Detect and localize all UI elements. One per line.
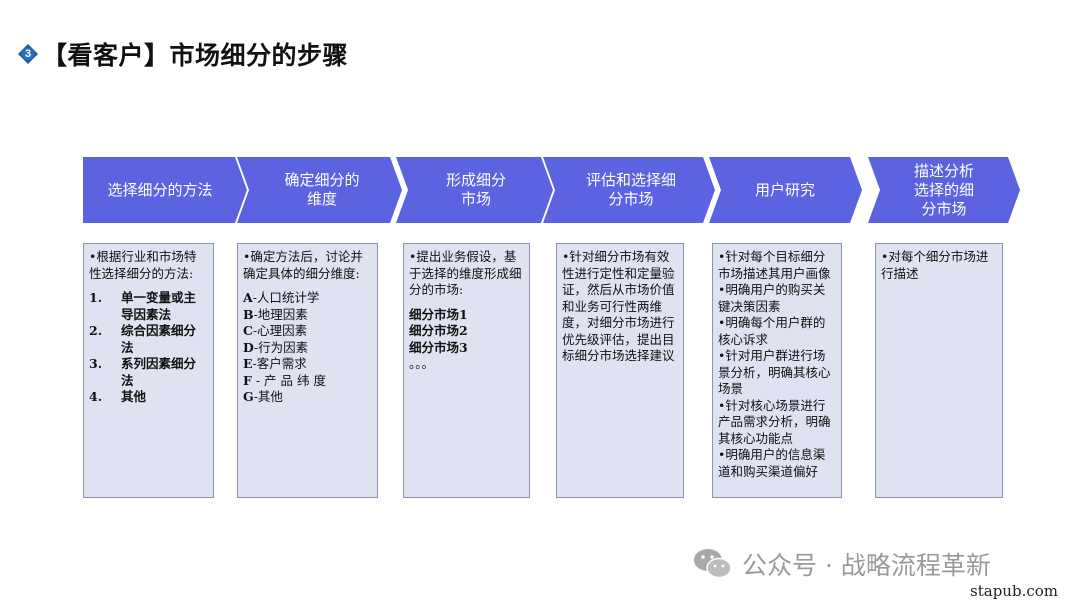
chevron-step-6: [868, 157, 1020, 223]
chevron-step-4: [543, 157, 715, 223]
step-5-box: •针对每个目标细分市场描述其用户画像 •明确用户的购买关键决策因素 •明确每个用…: [712, 243, 842, 498]
step-3-label-text: 形成细分市场: [445, 171, 506, 208]
market-item: 细分市场2: [409, 323, 468, 338]
step-6-box: •对每个细分市场进行描述: [875, 243, 1003, 498]
list-item: 2.综合因素细分法: [89, 323, 197, 355]
step-number-badge: 3: [18, 44, 38, 64]
step-5-text: •明确用户的信息渠道和购买渠道偏好: [718, 447, 826, 479]
step-6-label: 描述分析选择的细分市场: [884, 157, 1004, 223]
chevron-step-2: [237, 157, 402, 223]
step-4-label: 评估和选择细分市场: [566, 157, 696, 223]
step-2-text: •确定方法后，讨论并确定具体的细分维度:: [243, 249, 363, 281]
step-2-box: •确定方法后，讨论并确定具体的细分维度: A-人口统计学 B-地理因素 C-心理…: [237, 243, 378, 498]
step-5-text: •针对核心场景进行产品需求分析，明确其核心功能点: [718, 397, 831, 446]
step-5-label: 用户研究: [754, 180, 815, 199]
page-title: 【看客户】市场细分的步骤: [42, 41, 349, 70]
chevron-step-1: [83, 157, 247, 223]
step-6-text: •对每个细分市场进行描述: [881, 249, 989, 281]
badge-number: 3: [24, 48, 32, 60]
chevron-step-3: [396, 157, 553, 223]
market-item: 。。。: [409, 356, 435, 371]
step-4-label-text: 评估和选择细分市场: [585, 171, 676, 208]
market-item: 细分市场1: [409, 306, 468, 322]
site-url: stapub.com: [970, 582, 1058, 600]
step-3-text: •提出业务假设，基于选择的维度形成细分的市场:: [409, 249, 522, 297]
wechat-icon: [692, 547, 734, 581]
step-2-label: 确定细分的维度: [262, 157, 382, 223]
diamond-badge-icon: [18, 44, 38, 64]
list-item: 1.单一变量或主导因素法: [89, 290, 197, 322]
dimension-item: C-心理因素: [243, 323, 308, 338]
step-1-text: •根据行业和市场特性选择细分的方法:: [89, 249, 197, 281]
dimension-item: F - 产 品 纬 度: [243, 372, 326, 388]
dimension-item: G-其他: [243, 389, 283, 404]
wechat-watermark: 公众号 · 战略流程革新: [692, 546, 991, 582]
step-1-box: •根据行业和市场特性选择细分的方法: 1.单一变量或主导因素法 2.综合因素细分…: [83, 243, 214, 498]
step-3-label: 形成细分市场: [416, 157, 536, 223]
list-item: 4.其他: [89, 389, 147, 404]
dimension-item: D-行为因素: [243, 339, 309, 355]
step-4-text: •针对细分市场有效性进行定性和定量验证，然后从市场价值和业务可行性两维度，对细分…: [562, 249, 675, 363]
step-1-label: 选择细分的方法: [107, 180, 213, 199]
step-5-text: •针对每个目标细分市场描述其用户画像: [718, 249, 831, 281]
step-5-text: •明确用户的购买关键决策因素: [718, 282, 826, 314]
step-6-label-text: 描述分析选择的细分市场: [913, 161, 974, 218]
list-item: 3.系列因素细分法: [89, 356, 197, 388]
step-5-text: •明确每个用户群的核心诉求: [718, 315, 826, 347]
watermark-text: 公众号 · 战略流程革新: [742, 551, 991, 580]
dimension-item: A-人口统计学: [243, 290, 320, 305]
market-item: 细分市场3: [409, 339, 468, 355]
chevron-step-5: [709, 157, 862, 223]
dimension-item: E-客户需求: [243, 356, 307, 371]
step-3-box: •提出业务假设，基于选择的维度形成细分的市场: 细分市场1 细分市场2 细分市场…: [403, 243, 530, 498]
step-5-text: •针对用户群进行场景分析，明确其核心场景: [718, 348, 831, 396]
step-4-box: •针对细分市场有效性进行定性和定量验证，然后从市场价值和业务可行性两维度，对细分…: [556, 243, 684, 498]
step-2-label-text: 确定细分的维度: [284, 171, 360, 208]
slide-title: 3 【看客户】市场细分的步骤: [18, 38, 348, 70]
method-list: 1.单一变量或主导因素法 2.综合因素细分法 3.系列因素细分法 4.其他: [89, 290, 208, 406]
dimension-item: B-地理因素: [243, 306, 308, 322]
